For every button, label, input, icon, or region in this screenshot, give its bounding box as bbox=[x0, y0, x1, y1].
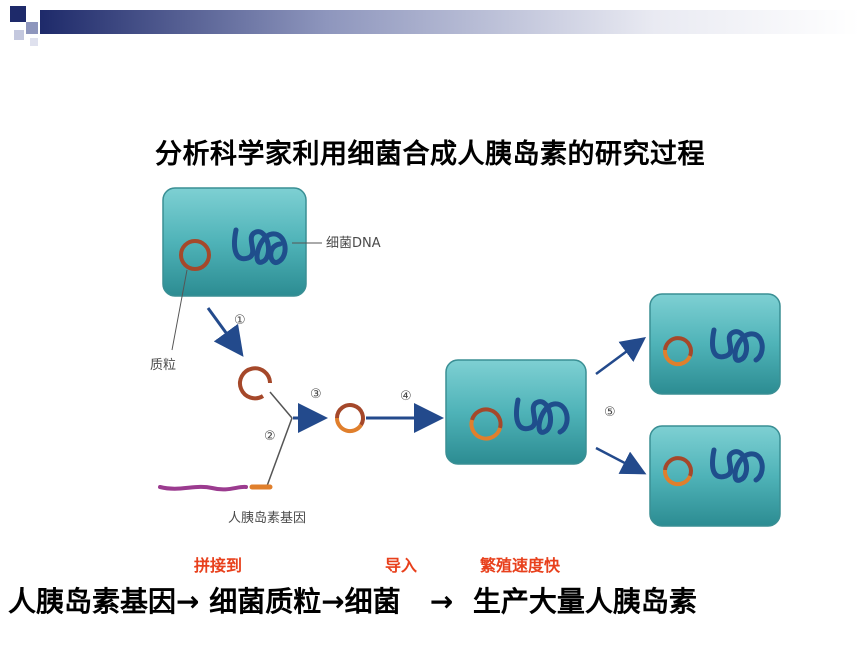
step4-label: ④ bbox=[400, 389, 412, 404]
step1-arrow bbox=[206, 307, 244, 357]
deco-square-2 bbox=[26, 22, 38, 34]
header-decoration-bar bbox=[40, 10, 860, 34]
bacterial-dna-icon bbox=[232, 227, 288, 265]
slide-title: 分析科学家利用细菌合成人胰岛素的研究过程 bbox=[155, 139, 705, 170]
merge-line-top bbox=[269, 391, 293, 419]
cut-plasmid bbox=[238, 366, 272, 401]
summary-part2: 生产大量人胰岛素 bbox=[472, 585, 697, 618]
annotation-splice: 拼接到 bbox=[194, 556, 243, 575]
annotation-fast-reproduction: 繁殖速度快 bbox=[480, 556, 561, 575]
label-bacterial-dna: 细菌DNA bbox=[326, 236, 381, 251]
recombinant-plasmid bbox=[334, 403, 365, 434]
step1-label: ① bbox=[234, 313, 246, 328]
bacterium-original bbox=[162, 187, 307, 297]
plasmid-leader-line bbox=[171, 269, 188, 351]
deco-square-4 bbox=[30, 38, 38, 46]
bacterium-daughter-bottom bbox=[649, 425, 781, 527]
deco-square-1 bbox=[10, 6, 26, 22]
label-plasmid: 质粒 bbox=[150, 358, 176, 373]
deco-square-3 bbox=[14, 30, 24, 40]
annotation-import: 导入 bbox=[385, 556, 418, 575]
summary-part1: 人胰岛素基因→ 细菌质粒→细菌 bbox=[8, 585, 401, 618]
summary-arrow: → bbox=[429, 585, 454, 618]
label-insulin-gene: 人胰岛素基因 bbox=[228, 510, 306, 526]
bacterium-daughter-top bbox=[649, 293, 781, 395]
plasmid-circle bbox=[179, 239, 211, 271]
step5-label: ⑤ bbox=[604, 405, 616, 420]
step3-label: ③ bbox=[310, 387, 322, 402]
step5-arrow-up bbox=[595, 337, 647, 376]
human-dna-strand bbox=[158, 484, 248, 492]
bacterium-recombinant bbox=[445, 359, 587, 465]
summary-line: 人胰岛素基因→ 细菌质粒→细菌 → 生产大量人胰岛素 bbox=[8, 580, 697, 620]
step5-arrow-down bbox=[595, 446, 647, 475]
step2-label: ② bbox=[264, 429, 276, 444]
merge-line-bottom bbox=[266, 417, 293, 487]
